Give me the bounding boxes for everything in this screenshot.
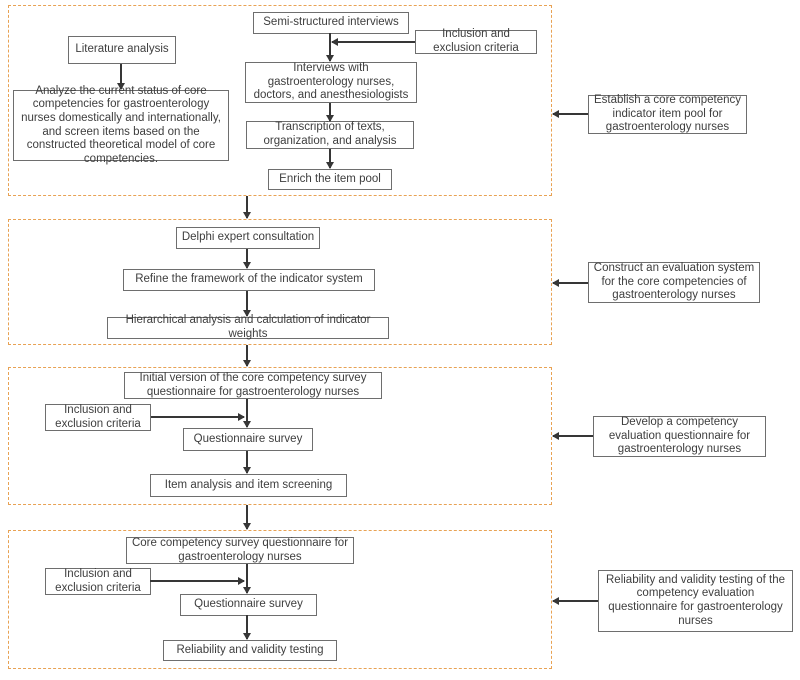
arrow-literature-to-analysis	[117, 64, 125, 90]
node-interviews: Interviews with gastroenterology nurses,…	[245, 62, 417, 103]
node-questionnaire-survey-3: Questionnaire survey	[183, 428, 313, 451]
node-enrich-item-pool: Enrich the item pool	[268, 169, 392, 190]
arrow-criteria4-to-flow	[150, 577, 245, 585]
node-item-analysis: Item analysis and item screening	[150, 474, 347, 497]
node-literature-analysis: Literature analysis	[68, 36, 176, 64]
node-current-status-analysis: Analyze the current status of core compe…	[13, 85, 229, 165]
node-final-questionnaire: Core competency survey questionnaire for…	[126, 537, 354, 564]
arrow-delphi-to-refine	[243, 249, 251, 269]
node-delphi-consultation: Delphi expert consultation	[176, 227, 320, 249]
arrow-survey3-to-item-analysis	[243, 451, 251, 474]
node-refine-framework: Refine the framework of the indicator sy…	[123, 269, 375, 291]
phase-4-frame	[8, 530, 552, 669]
node-reliability-validity-testing: Reliability and validity testing	[163, 640, 337, 661]
arrow-survey4-to-reliability	[243, 615, 251, 640]
arrow-transcription-to-enrich	[326, 149, 334, 169]
arrow-phase1-to-phase2	[243, 196, 251, 219]
arrow-final-to-survey4	[243, 564, 251, 594]
node-questionnaire-survey-4: Questionnaire survey	[180, 594, 317, 616]
arrow-phase2-to-phase3	[243, 345, 251, 367]
node-initial-questionnaire: Initial version of the core competency s…	[124, 372, 382, 399]
arrow-semi-to-interviews	[326, 33, 334, 62]
node-transcription: Transcription of texts, organization, an…	[246, 121, 414, 149]
arrow-interviews-to-transcription	[326, 103, 334, 122]
arrow-initial-to-survey3	[243, 399, 251, 428]
side-label-evaluation-system: Construct an evaluation system for the c…	[588, 262, 760, 303]
node-semi-structured-interviews: Semi-structured interviews	[253, 12, 409, 34]
arrow-criteria1-to-flow	[331, 38, 415, 46]
node-inclusion-exclusion-criteria-4: Inclusion and exclusion criteria	[45, 568, 151, 595]
phase-2-frame	[8, 219, 552, 345]
arrow-refine-to-hierarchical	[243, 291, 251, 317]
phase-3-frame	[8, 367, 552, 505]
node-hierarchical-analysis: Hierarchical analysis and calculation of…	[107, 314, 389, 340]
phase-1-frame	[8, 5, 552, 196]
arrow-phase3-to-phase4	[243, 505, 251, 530]
side-label-item-pool: Establish a core competency indicator it…	[588, 94, 747, 134]
arrow-label2-to-phase2	[552, 279, 588, 287]
side-label-develop-questionnaire: Develop a competency evaluation question…	[593, 416, 766, 457]
arrow-label4-to-phase4	[552, 597, 598, 605]
side-label-reliability-testing: Reliability and validity testing of the …	[598, 570, 793, 632]
arrow-label3-to-phase3	[552, 432, 593, 440]
arrow-label1-to-phase1	[552, 110, 588, 118]
node-inclusion-exclusion-criteria-1: Inclusion and exclusion criteria	[415, 28, 537, 54]
node-inclusion-exclusion-criteria-3: Inclusion and exclusion criteria	[45, 404, 151, 431]
arrow-criteria3-to-flow	[151, 413, 245, 421]
